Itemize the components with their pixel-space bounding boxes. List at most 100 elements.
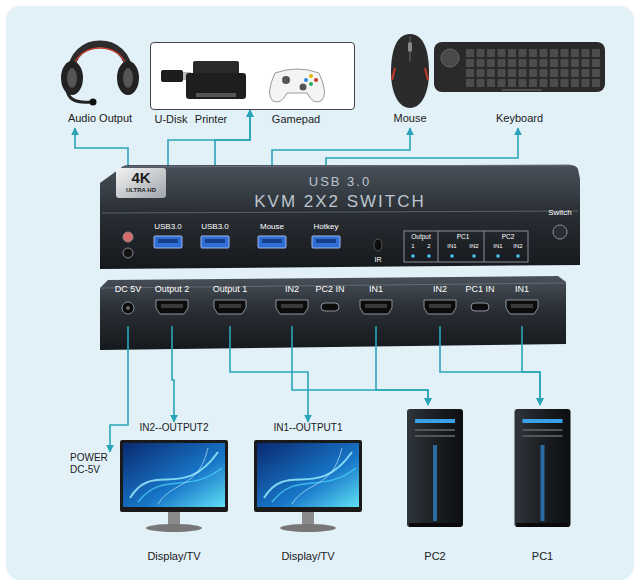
node-label: Display/TV (104, 550, 244, 563)
part-path (424, 300, 456, 314)
part-rect (571, 79, 579, 87)
part-rect (515, 409, 571, 527)
cable-connector (75, 128, 128, 165)
part-rect (429, 304, 451, 308)
back-port: IN2 (272, 284, 312, 326)
part-rect (487, 59, 495, 67)
part-rect (487, 79, 495, 87)
part-rect (487, 69, 495, 77)
part-rect (511, 304, 533, 308)
back-port: Output 2 (150, 284, 194, 326)
monitor-icon (118, 422, 230, 534)
part-rect (193, 61, 239, 75)
kvm-back-panel (100, 276, 566, 350)
node-label: DC 5V (100, 284, 156, 294)
part-rect (592, 69, 600, 77)
part-rect (498, 79, 506, 87)
part-rect (519, 79, 527, 87)
part-rect (508, 69, 516, 77)
node-label: U-Disk (146, 113, 196, 126)
part-rect (582, 69, 590, 77)
part-rect (582, 79, 590, 87)
part-rect (523, 429, 563, 431)
part-path (391, 34, 429, 108)
node-label: Gamepad (261, 113, 331, 126)
node-label: PC1 (505, 550, 580, 563)
part-rect (541, 445, 545, 521)
part-ellipse (146, 524, 202, 532)
part-circle (300, 84, 307, 91)
part-rect (508, 49, 516, 57)
cable-connector (230, 326, 308, 422)
panel-label: IN2 (508, 243, 528, 250)
part-rect (408, 42, 412, 52)
part-circle (516, 254, 520, 258)
part-path (425, 68, 428, 80)
part-circle (450, 254, 454, 258)
part-rect (196, 93, 236, 97)
part-rect (592, 59, 600, 67)
kvm-front-panel: USB 3.0KVM 2X2 SWITCHUSB3.0USB3.0MouseHo… (100, 165, 580, 270)
panel-label: IR (370, 256, 386, 264)
panel-label: ULTRA HD (116, 187, 166, 194)
headset-device: Audio Output (55, 22, 145, 128)
pc-tower: PC1 (505, 405, 580, 567)
part-rect (540, 69, 548, 77)
part-rect (582, 49, 590, 57)
part-rect (550, 79, 558, 87)
cable-connector (376, 326, 428, 405)
node-label: Display/TV (238, 550, 378, 563)
part-circle (126, 306, 130, 310)
part-rect (517, 523, 569, 527)
part-path (67, 90, 91, 102)
cable-connector (440, 326, 540, 405)
part-rect (302, 512, 314, 526)
part-circle (441, 49, 459, 67)
part-circle (496, 254, 500, 258)
part-path (73, 48, 127, 72)
part-rect (571, 69, 579, 77)
part-rect (519, 49, 527, 57)
part-rect (161, 70, 183, 82)
part-circle (309, 74, 313, 78)
part-rect (116, 168, 166, 198)
part-circle (411, 254, 415, 258)
cable-connector (292, 326, 428, 405)
part-path (122, 165, 570, 167)
part-rect (316, 239, 336, 243)
part-rect (466, 69, 474, 77)
node-label: PC1 IN (454, 284, 506, 294)
part-rect (415, 429, 455, 431)
part-rect (582, 59, 590, 67)
part-circle (472, 254, 476, 258)
part-rect (561, 59, 569, 67)
part-rect (365, 304, 387, 308)
back-port: Output 1 (208, 284, 252, 326)
part-path (269, 69, 324, 102)
part-ellipse (117, 61, 139, 95)
part-rect (433, 445, 437, 521)
part-ellipse (374, 239, 382, 251)
part-path (438, 231, 484, 262)
part-rect (321, 303, 339, 311)
part-rect (550, 59, 558, 67)
part-path (100, 165, 580, 269)
part-rect (409, 523, 461, 527)
part-rect (477, 69, 485, 77)
cable-connector (110, 326, 128, 452)
display-heading: IN1--OUTPUT1 (238, 422, 378, 434)
back-port: IN1 (356, 284, 396, 326)
part-rect (434, 42, 605, 92)
part-rect (561, 69, 569, 77)
part-rect (312, 236, 340, 248)
part-rect (519, 59, 527, 67)
node-label: POWER DC-5V (70, 452, 122, 475)
part-path (156, 300, 188, 314)
part-rect (477, 59, 485, 67)
part-rect (498, 59, 506, 67)
part-circle (90, 99, 97, 106)
front-port: Hotkey (304, 220, 348, 260)
part-circle (122, 302, 134, 314)
part-circle (282, 76, 290, 84)
